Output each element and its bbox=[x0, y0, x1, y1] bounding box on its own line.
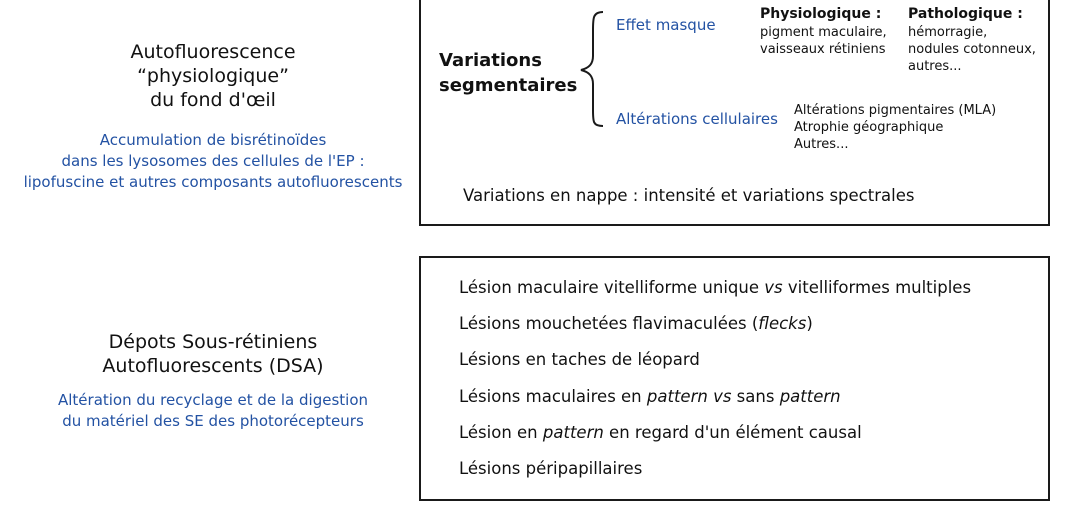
pathologique-title: Pathologique : bbox=[908, 6, 1023, 22]
lesion-text: Lésions péripapillaires bbox=[459, 459, 643, 478]
lesion-text: Lésion en bbox=[459, 423, 543, 442]
patho-item: nodules cotonneux, bbox=[908, 42, 1036, 57]
lesion-text: vitelliformes multiples bbox=[782, 278, 972, 297]
italic-term: vs bbox=[764, 278, 783, 297]
lesion-text: Lésions en taches de léopard bbox=[459, 350, 700, 369]
cell-item: Atrophie géographique bbox=[794, 120, 944, 135]
autofluorescence-description: Accumulation de bisrétinoïdes dans les l… bbox=[0, 130, 426, 193]
italic-term: vs bbox=[713, 387, 732, 406]
branch-alterations-cellulaires: Altérations cellulaires bbox=[616, 110, 778, 128]
lesion-item: Lésions mouchetées flavimaculées (flecks… bbox=[459, 314, 813, 333]
physiologique-group: Physiologique : pigment maculaire, vaiss… bbox=[760, 4, 887, 58]
dsa-title: Dépots Sous-rétiniens Autofluorescents (… bbox=[0, 330, 426, 378]
lesion-text: Lésions mouchetées flavimaculées ( bbox=[459, 314, 759, 333]
title-line: Autofluorescents (DSA) bbox=[102, 355, 324, 377]
italic-term: pattern bbox=[779, 387, 841, 406]
patho-item: hémorragie, bbox=[908, 25, 988, 40]
lesion-text: en regard d'un élément causal bbox=[603, 423, 862, 442]
cell-item: Autres... bbox=[794, 137, 849, 152]
segmental-label: Variations segmentaires bbox=[439, 48, 577, 98]
title-line: “physiologique” bbox=[137, 65, 289, 87]
physio-item: vaisseaux rétiniens bbox=[760, 42, 886, 57]
dsa-description: Altération du recyclage et de la digesti… bbox=[0, 390, 426, 432]
curly-brace-icon bbox=[580, 11, 604, 127]
autofluorescence-title: Autofluorescence “physiologique” du fond… bbox=[0, 40, 426, 112]
desc-line: du matériel des SE des photorécepteurs bbox=[62, 412, 364, 430]
physio-item: pigment maculaire, bbox=[760, 25, 887, 40]
segmental-line: segmentaires bbox=[439, 75, 578, 96]
title-line: Dépots Sous-rétiniens bbox=[108, 331, 318, 353]
desc-line: lipofuscine et autres composants autoflu… bbox=[23, 173, 403, 191]
desc-line: Accumulation de bisrétinoïdes bbox=[99, 131, 327, 149]
cell-item: Altérations pigmentaires (MLA) bbox=[794, 103, 997, 118]
title-line: Autofluorescence bbox=[130, 41, 296, 63]
italic-term: pattern bbox=[542, 423, 604, 442]
lesion-text: ) bbox=[806, 314, 813, 333]
lesion-item: Lésions en taches de léopard bbox=[459, 350, 700, 369]
variations-en-nappe: Variations en nappe : intensité et varia… bbox=[463, 186, 915, 205]
physiologique-title: Physiologique : bbox=[760, 6, 882, 22]
cell-alterations-list: Altérations pigmentaires (MLA) Atrophie … bbox=[794, 102, 996, 153]
segmental-line: Variations bbox=[439, 50, 542, 71]
lesions-box: Lésion maculaire vitelliforme unique vs … bbox=[419, 256, 1050, 501]
italic-term: flecks bbox=[758, 314, 807, 333]
variations-box: Variations segmentaires Effet masque Alt… bbox=[419, 0, 1050, 226]
lesion-text: Lésions maculaires en bbox=[459, 387, 647, 406]
branch-effet-masque: Effet masque bbox=[616, 16, 716, 34]
desc-line: Altération du recyclage et de la digesti… bbox=[57, 391, 369, 409]
italic-term: pattern bbox=[646, 387, 708, 406]
patho-item: autres... bbox=[908, 59, 962, 74]
lesion-text: sans bbox=[731, 387, 780, 406]
title-line: du fond d'œil bbox=[150, 89, 276, 111]
desc-line: dans les lysosomes des cellules de l'EP … bbox=[61, 152, 365, 170]
lesion-item: Lésions péripapillaires bbox=[459, 459, 642, 478]
lesion-item: Lésions maculaires en pattern vs sans pa… bbox=[459, 387, 841, 406]
lesion-text: Lésion maculaire vitelliforme unique bbox=[459, 278, 765, 297]
pathologique-group: Pathologique : hémorragie, nodules coton… bbox=[908, 4, 1036, 75]
lesion-item: Lésion maculaire vitelliforme unique vs … bbox=[459, 278, 971, 297]
lesion-item: Lésion en pattern en regard d'un élément… bbox=[459, 423, 862, 442]
